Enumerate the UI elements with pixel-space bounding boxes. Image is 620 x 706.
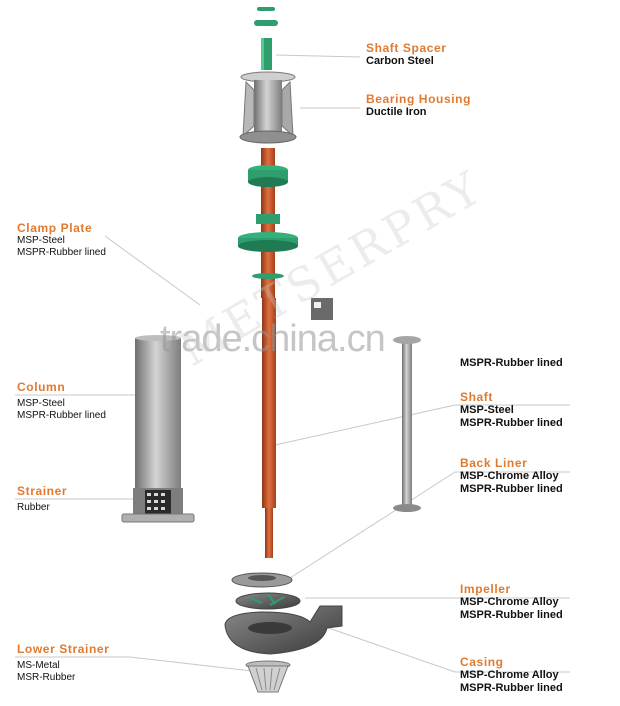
shaft-material-1: MSP-Steel bbox=[460, 404, 514, 416]
leader-back-liner bbox=[289, 471, 456, 579]
shaft-spacer-material: Carbon Steel bbox=[366, 55, 434, 67]
lower-strainer-title: Lower Strainer bbox=[17, 642, 110, 656]
strainer-material: Rubber bbox=[17, 502, 50, 513]
back-liner-title: Back Liner bbox=[460, 456, 528, 470]
clamp-plate-title: Clamp Plate bbox=[17, 221, 93, 235]
clamp-plate-material-2: MSPR-Rubber lined bbox=[17, 247, 106, 258]
impeller-material-1: MSP-Chrome Alloy bbox=[460, 596, 559, 608]
strainer-label: Strainer Rubber bbox=[17, 484, 67, 514]
casing-title: Casing bbox=[460, 655, 504, 669]
casing-label: Casing MSP-Chrome Alloy MSPR-Rubber line… bbox=[460, 655, 563, 695]
back-liner-part bbox=[231, 572, 293, 588]
shaft-material-2: MSPR-Rubber lined bbox=[460, 417, 563, 429]
impeller-part bbox=[235, 592, 301, 610]
shaft-spacer-part bbox=[254, 7, 278, 70]
strainer-title: Strainer bbox=[17, 484, 68, 498]
bearing-housing-label: Bearing Housing Ductile Iron bbox=[366, 92, 471, 119]
casing-material-1: MSP-Chrome Alloy bbox=[460, 669, 559, 681]
leader-casing bbox=[319, 624, 456, 673]
leader-shaft-spacer bbox=[275, 54, 361, 58]
clamp-plate-label: Clamp Plate MSP-Steel MSPR-Rubber lined bbox=[17, 221, 106, 259]
bearing-housing-title: Bearing Housing bbox=[366, 92, 472, 106]
column-title: Column bbox=[17, 380, 66, 394]
shaft-label: Shaft MSP-Steel MSPR-Rubber lined bbox=[460, 390, 563, 430]
column-label: Column MSP-Steel MSPR-Rubber lined bbox=[17, 380, 106, 422]
lower-strainer-label: Lower Strainer MS-Metal MSR-Rubber bbox=[17, 642, 109, 684]
strainer-part bbox=[121, 488, 195, 523]
lower-strainer-material-2: MSR-Rubber bbox=[17, 672, 76, 683]
column-part bbox=[135, 335, 181, 496]
column-material-1: MSP-Steel bbox=[17, 398, 65, 409]
shaft-spacer-title: Shaft Spacer bbox=[366, 41, 447, 55]
impeller-title: Impeller bbox=[460, 582, 511, 596]
bearing-housing-part bbox=[239, 71, 297, 144]
lower-strainer-part bbox=[245, 660, 291, 693]
leader-shaft bbox=[274, 404, 456, 446]
clamp-plate-part bbox=[238, 165, 298, 279]
shaft-spacer-label: Shaft Spacer Carbon Steel bbox=[366, 41, 447, 68]
shaft-title: Shaft bbox=[460, 390, 493, 404]
casing-material-2: MSPR-Rubber lined bbox=[460, 682, 563, 694]
trade-watermark: trade.china.cn bbox=[160, 318, 386, 360]
leader-clamp-plate bbox=[104, 235, 201, 306]
bearing-housing-material: Ductile Iron bbox=[366, 106, 427, 118]
lower-strainer-material-1: MS-Metal bbox=[17, 660, 60, 671]
impeller-label: Impeller MSP-Chrome Alloy MSPR-Rubber li… bbox=[460, 582, 563, 622]
back-liner-material-1: MSP-Chrome Alloy bbox=[460, 470, 559, 482]
impeller-material-2: MSPR-Rubber lined bbox=[460, 609, 563, 621]
column-material-2: MSPR-Rubber lined bbox=[17, 410, 106, 421]
leader-lines bbox=[15, 54, 570, 673]
back-liner-label: Back Liner MSP-Chrome Alloy MSPR-Rubber … bbox=[460, 456, 563, 496]
discharge-pipe-label: MSPR-Rubber lined bbox=[460, 357, 563, 370]
leader-lower-strainer bbox=[129, 656, 261, 673]
casing-part bbox=[224, 605, 343, 655]
discharge-pipe-material: MSPR-Rubber lined bbox=[460, 357, 563, 369]
back-liner-material-2: MSPR-Rubber lined bbox=[460, 483, 563, 495]
clamp-plate-material-1: MSP-Steel bbox=[17, 235, 65, 246]
discharge-pipe-part bbox=[311, 298, 421, 512]
